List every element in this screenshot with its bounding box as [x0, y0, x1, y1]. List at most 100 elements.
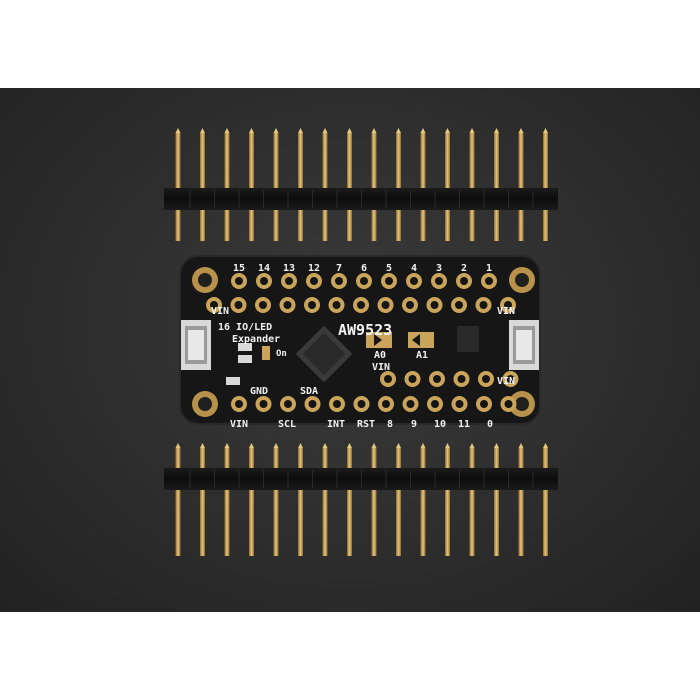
top-pin-label: 12 [308, 263, 320, 274]
photo-background: AW9523 16 IO/LED Expander On VIN VIN VIN… [0, 88, 700, 612]
mounting-hole [192, 391, 218, 417]
header-pin [371, 448, 377, 556]
solder-pad [451, 396, 468, 412]
top-pin-header [164, 128, 558, 241]
a0-label: A0 [374, 350, 386, 361]
solder-pad [380, 371, 396, 387]
pad-rows [206, 273, 519, 412]
header-pin [396, 448, 401, 556]
solder-pad [453, 371, 470, 387]
bottom-pin-label: RST [357, 419, 375, 430]
solder-pad [304, 396, 321, 412]
vin-label-right: VIN [497, 376, 515, 387]
top-pin-label: 15 [233, 263, 245, 274]
solder-pad [378, 396, 394, 412]
solder-pad [475, 297, 492, 313]
sda-label: SDA [300, 386, 318, 397]
header-pin [249, 448, 254, 556]
bottom-pin-label: 10 [434, 419, 446, 430]
header-pin [224, 448, 230, 556]
header-pin [371, 133, 377, 241]
bottom-pin-label: 11 [458, 419, 470, 430]
header-pin [298, 448, 303, 556]
mounting-hole [509, 391, 535, 417]
solder-pad [426, 297, 443, 313]
solder-pad [377, 297, 394, 313]
solder-pad [402, 297, 418, 313]
bottom-pin-label: VIN [230, 419, 248, 430]
solder-pad [431, 273, 447, 289]
solder-pad [255, 396, 272, 412]
solder-pad [255, 297, 271, 313]
header-pin [420, 448, 426, 556]
solder-pad [500, 297, 516, 313]
header-pin [322, 448, 328, 556]
top-pin-label: 13 [283, 263, 295, 274]
stemma-connector-right [509, 320, 539, 370]
top-pin-label: 1 [486, 263, 492, 274]
solder-pad [280, 396, 296, 412]
solder-pad [353, 297, 369, 313]
header-pin [494, 448, 499, 556]
header-pin [224, 133, 230, 241]
product-photo: AW9523 16 IO/LED Expander On VIN VIN VIN… [164, 128, 558, 556]
solder-pad [256, 273, 272, 289]
header-pin [396, 133, 401, 241]
header-pin [445, 448, 450, 556]
top-pin-label: 2 [461, 263, 467, 274]
regulator-chip [457, 326, 479, 352]
mounting-hole [509, 267, 535, 293]
title-line2: Expander [232, 334, 280, 345]
header-pin [200, 133, 205, 241]
solder-pad [329, 396, 345, 412]
vin-label-top-left: VIN [211, 306, 229, 317]
header-pin [469, 448, 475, 556]
header-pin [322, 133, 328, 241]
top-pin-label: 4 [411, 263, 417, 274]
address-jumper-a1 [408, 332, 434, 348]
header-pin [469, 133, 475, 241]
header-pin [518, 133, 524, 241]
a1-label: A1 [416, 350, 428, 361]
solder-pad [381, 273, 397, 289]
solder-pad [331, 273, 347, 289]
mounting-hole [192, 267, 218, 293]
header-pin [518, 448, 524, 556]
bottom-pin-label: INT [327, 419, 345, 430]
vin-label-middle: VIN [372, 362, 390, 373]
power-led [262, 346, 270, 360]
header-pin [347, 448, 352, 556]
header-pin [249, 133, 254, 241]
solder-pad [230, 297, 247, 313]
solder-pad [304, 297, 320, 313]
solder-pad [328, 297, 345, 313]
solder-pad [402, 396, 419, 412]
header-pin [494, 133, 499, 241]
bottom-pin-label: 8 [387, 419, 393, 430]
breakout-board: AW9523 16 IO/LED Expander On VIN VIN VIN… [179, 255, 541, 430]
solder-pad [404, 371, 421, 387]
gnd-label: GND [250, 386, 268, 397]
vin-label-top-right: VIN [497, 306, 515, 317]
chip-label: AW9523 [338, 321, 392, 339]
header-pin [445, 133, 450, 241]
solder-pad [406, 273, 422, 289]
header-pin [420, 133, 426, 241]
header-pin [175, 133, 181, 241]
bottom-pin-label: 9 [411, 419, 417, 430]
top-pin-label: 7 [336, 263, 342, 274]
solder-pad [206, 297, 222, 313]
solder-pad [279, 297, 296, 313]
solder-pad [478, 371, 494, 387]
header-pin [298, 133, 303, 241]
solder-pad [502, 371, 519, 387]
header-pin [273, 133, 279, 241]
top-pin-label: 14 [258, 263, 270, 274]
address-jumper-a0 [366, 332, 392, 348]
on-label: On [276, 349, 287, 359]
solder-pad [429, 371, 445, 387]
header-pin [347, 133, 352, 241]
header-pin [543, 448, 548, 556]
solder-pad [451, 297, 467, 313]
top-pin-label: 5 [386, 263, 392, 274]
